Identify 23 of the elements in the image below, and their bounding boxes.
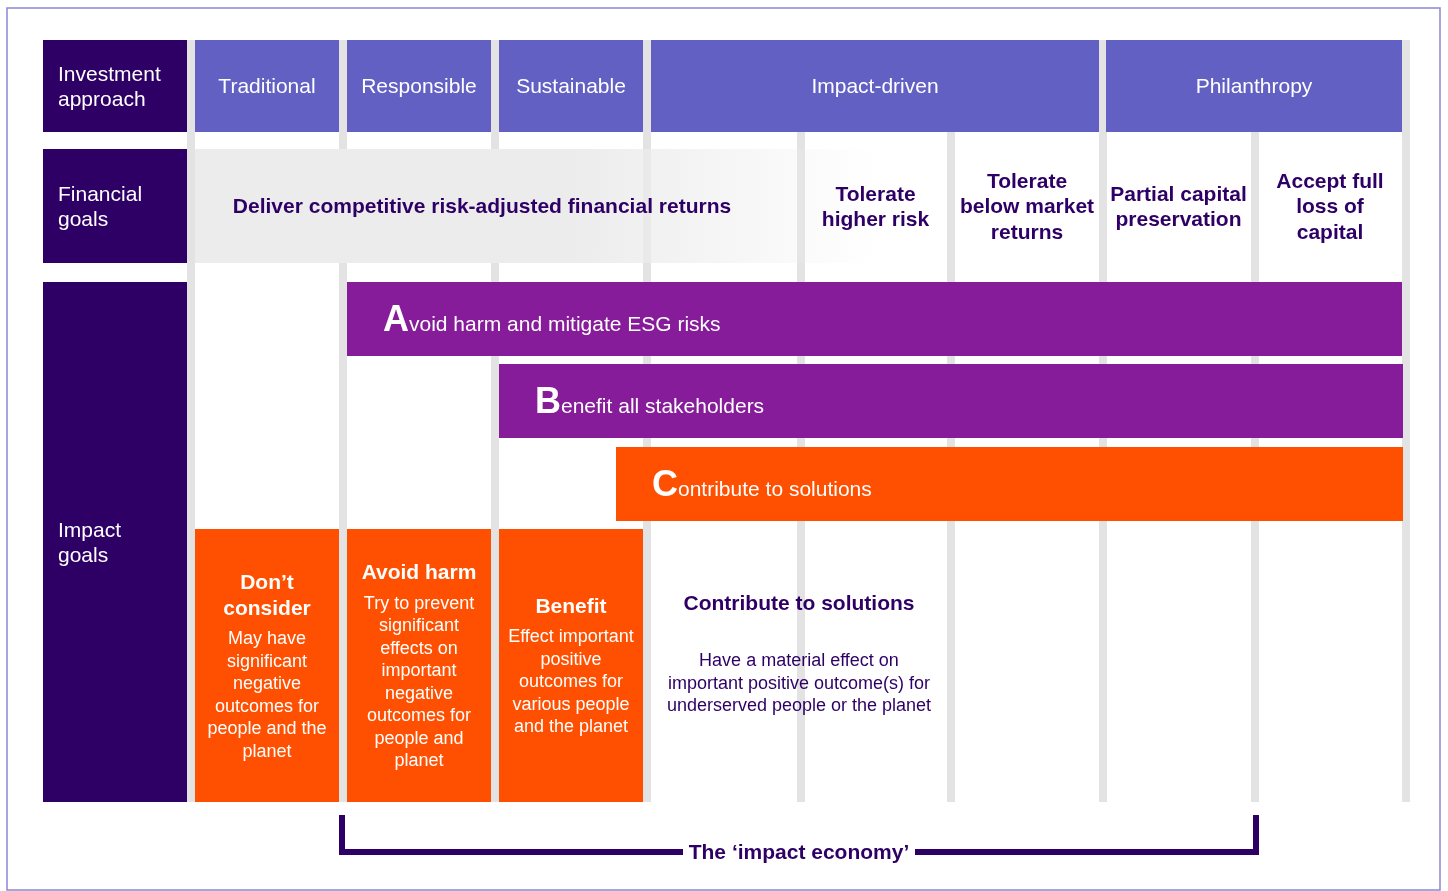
column-header: Philanthropy: [1106, 40, 1402, 132]
card-title: Don’t consider: [222, 568, 312, 621]
column-header: Traditional: [195, 40, 339, 132]
goal-title: Tolerate higher risk: [820, 180, 931, 232]
card-description: May have significant negative outcomes for people and the planet: [206, 627, 328, 763]
column-header: Sustainable: [499, 40, 643, 132]
goal-title: Tolerate below market returns: [959, 168, 1095, 244]
row-header: Impact goals: [43, 282, 187, 802]
row-header: Financial goals: [43, 149, 187, 263]
card-title: Avoid harm: [361, 559, 477, 586]
row-header: Investment approach: [43, 40, 187, 132]
goal-description: Have a material effect on important positive outcome(s) for underserved people or the planet: [665, 649, 933, 717]
goal-bar: Contribute to solutions: [616, 447, 1403, 521]
card-title: Benefit: [535, 593, 607, 620]
goal-title: Partial capital preservation: [1110, 180, 1247, 232]
goal-title: Accept full loss of capital: [1275, 168, 1385, 244]
goal-title: Contribute to solutions: [683, 591, 915, 615]
goal-bar: Avoid harm and mitigate ESG risks: [347, 282, 1402, 356]
column-header: Impact-driven: [651, 40, 1099, 132]
card-description: Effect important positive outcomes for various people and the planet: [507, 625, 635, 738]
goal-bar: Benefit all stakeholders: [499, 364, 1403, 438]
card-description: Try to prevent significant effects on important negative outcomes for people and planet: [362, 591, 476, 772]
column-header: Responsible: [347, 40, 491, 132]
